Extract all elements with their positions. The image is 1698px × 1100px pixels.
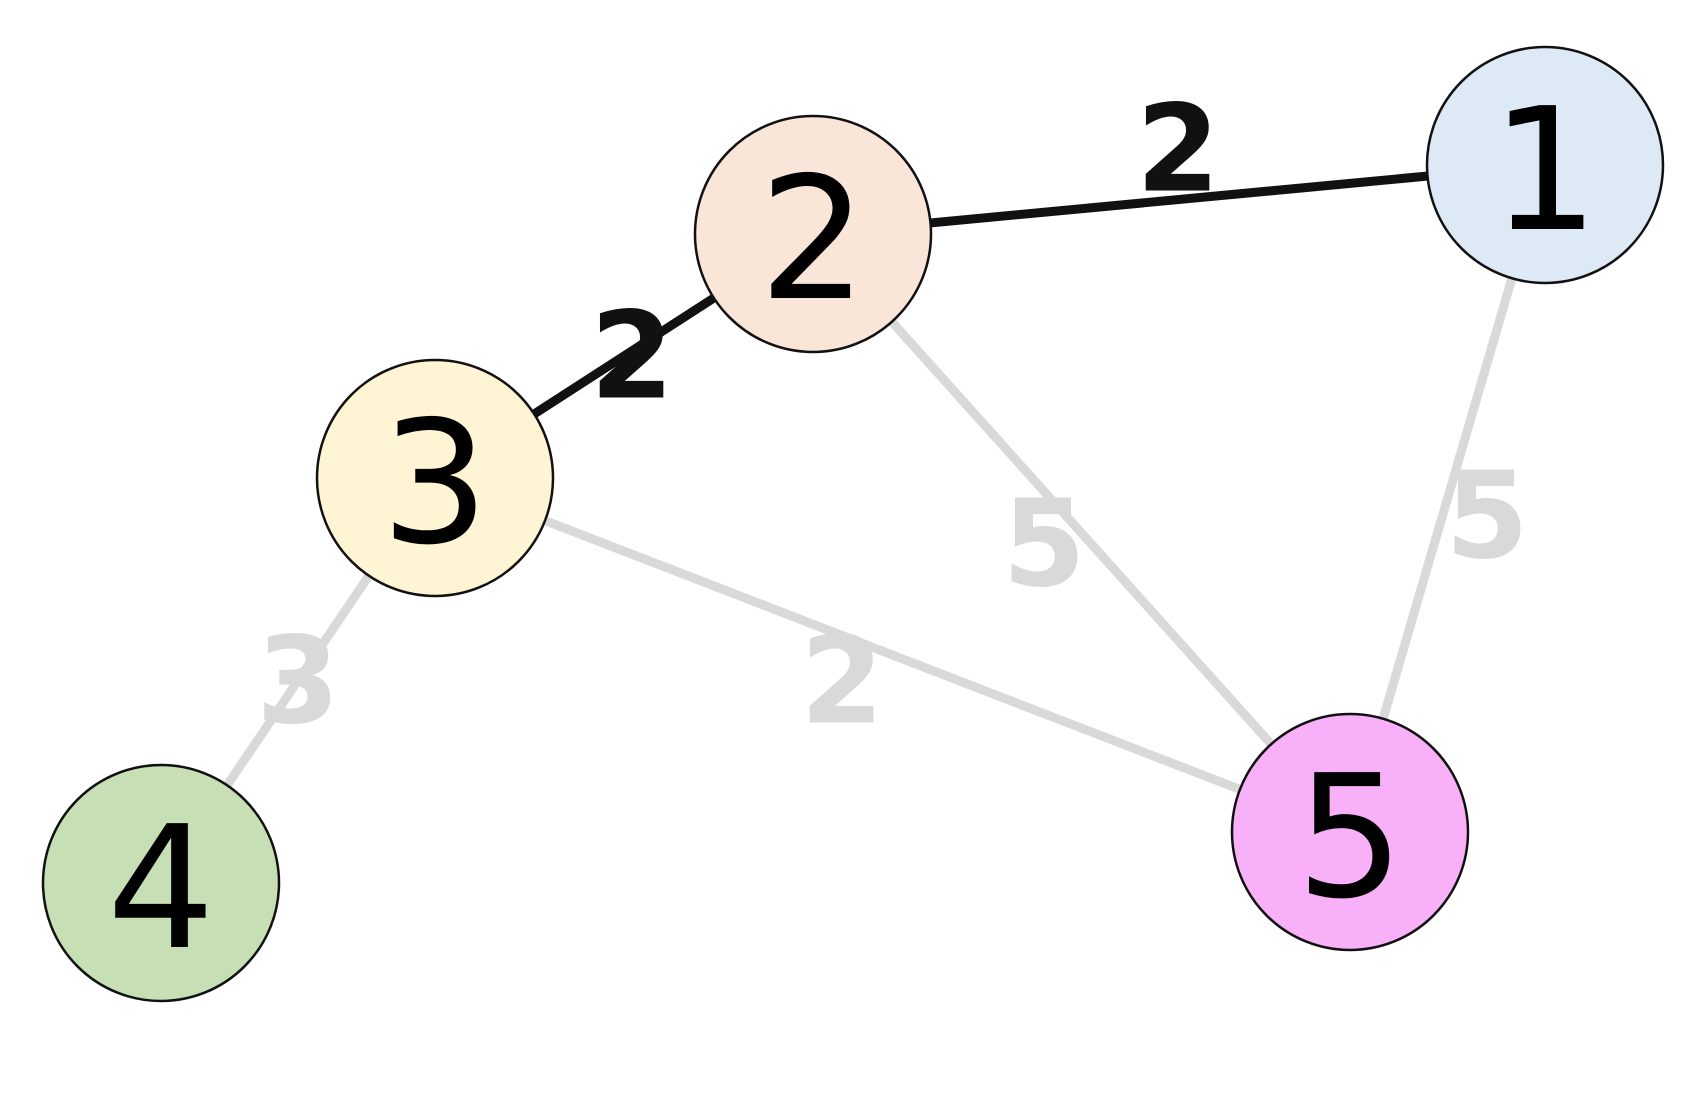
node-5: 5 [1230, 712, 1470, 952]
node-circle-3 [315, 358, 555, 598]
edge-weight-2-1: 2 [1136, 81, 1220, 220]
edge-2-5 [809, 230, 1354, 836]
node-label-4: 4 [107, 790, 215, 988]
edge-labels-layer: 2 2 5 5 2 3 [256, 81, 1529, 752]
node-label-2: 2 [759, 141, 867, 339]
node-1: 1 [1425, 45, 1665, 285]
edge-weight-2-5: 5 [1002, 476, 1086, 615]
node-4: 4 [41, 763, 281, 1003]
node-circle-5 [1230, 712, 1470, 952]
edge-weight-3-5: 2 [800, 613, 884, 752]
node-circle-1 [1425, 45, 1665, 285]
node-label-3: 3 [381, 385, 489, 583]
edge-weight-3-4: 3 [256, 613, 340, 752]
node-circle-2 [693, 114, 933, 354]
edge-3-5 [433, 473, 1352, 837]
node-3: 3 [315, 358, 555, 598]
edge-weight-1-5: 5 [1445, 448, 1529, 587]
node-2: 2 [693, 114, 933, 354]
edge-2-1 [812, 160, 1546, 239]
node-label-5: 5 [1296, 739, 1404, 937]
nodes-layer: 1 2 3 4 5 [41, 45, 1665, 1003]
node-label-1: 1 [1491, 72, 1599, 270]
node-circle-4 [41, 763, 281, 1003]
edge-weight-3-2: 2 [590, 288, 674, 427]
